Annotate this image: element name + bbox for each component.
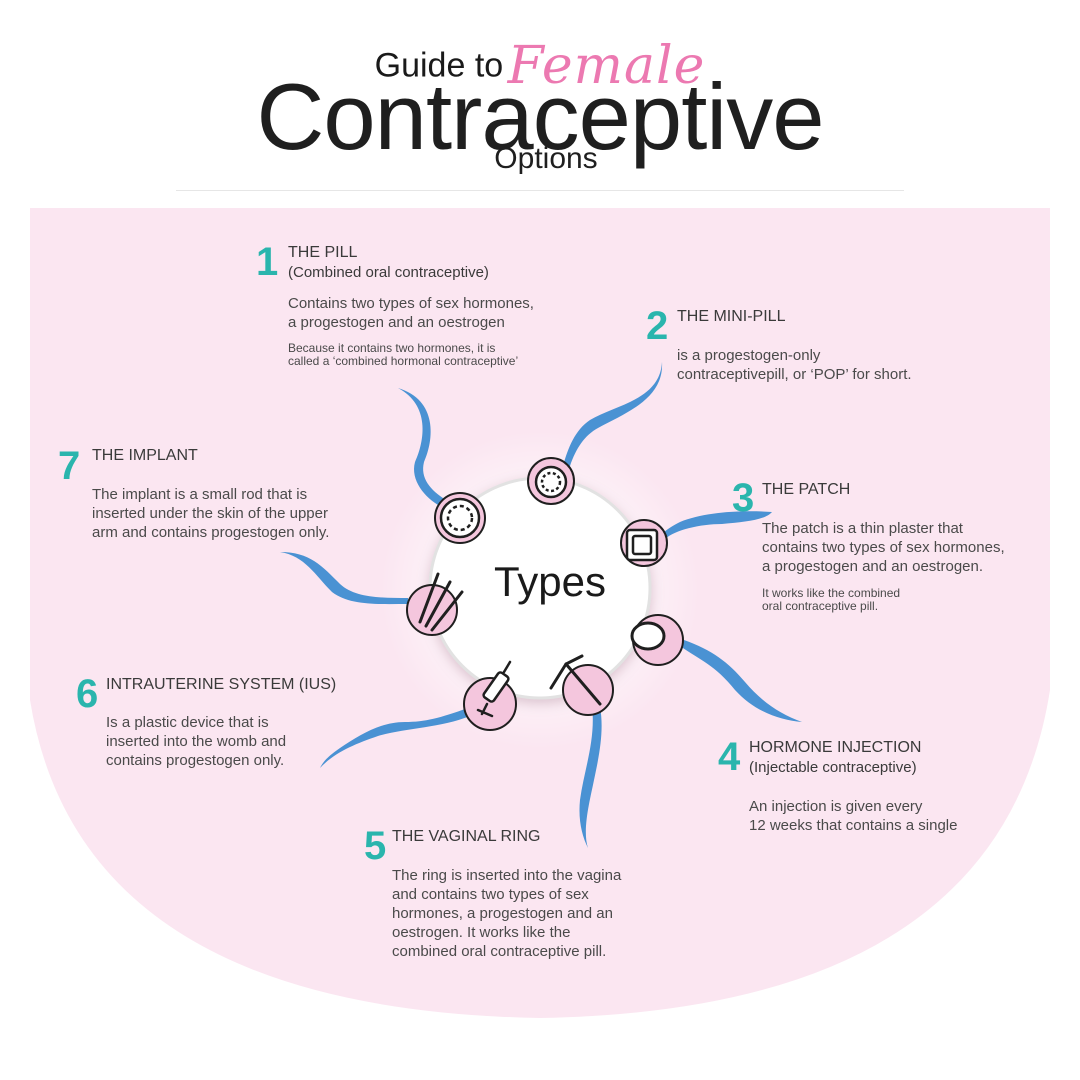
pill-note-1: Because it contains two hormones, it is [288,341,496,355]
patch-icon [625,528,659,562]
type-number-5: 5 [364,824,387,868]
type-number-6: 6 [76,672,99,716]
ring-line-5: combined oral contraceptive pill. [392,943,607,960]
injection-line-2: 12 weeks that contains a single [749,817,958,834]
patch-line-2: contains two types of sex hormones, [762,539,1005,556]
ring-line-2: and contains two types of sex [392,886,589,903]
stem-ius [320,708,470,768]
ius-line-3: contains progestogen only. [106,752,285,769]
header-guide-to: Guide to [374,46,504,85]
ius-line-1: Is a plastic device that is [106,714,269,731]
header-options: Options [494,142,598,175]
patch-line-3: a progestogen and an oestrogen. [762,558,984,575]
type-number-1: 1 [256,240,279,284]
implant-rods-icon [418,572,464,632]
type-title-vaginal-ring: THE VAGINAL RING [392,828,541,845]
ius-line-2: inserted into the womb and [106,733,287,750]
patch-line-1: The patch is a thin plaster that [762,520,963,537]
header-title: Contraceptive [256,64,825,169]
type-title-ius: INTRAUTERINE SYSTEM (IUS) [106,676,337,693]
pill-note-2: called a ‘combined hormonal contraceptiv… [288,354,519,368]
ring-line-1: The ring is inserted into the vagina [392,867,622,884]
type-title-implant: THE IMPLANT [92,447,198,464]
header-female: Female [507,36,706,96]
pill-line-1: Contains two types of sex hormones, [288,295,534,312]
stem-injection [680,640,802,722]
pill-line-2: a progestogen and an oestrogen [288,314,505,331]
stem-ring [579,706,602,848]
type-subtitle-pill: (Combined oral contraceptive) [288,264,489,281]
stem-mini-pill [563,362,663,466]
type-title-pill: THE PILL [288,244,358,261]
center-label-types: Types [493,558,607,605]
type-title-mini-pill: THE MINI-PILL [677,308,786,325]
type-subtitle-injection: (Injectable contraceptive) [749,759,917,776]
stem-patch [662,511,772,539]
header-divider [176,190,904,191]
injection-line-1: An injection is given every [749,798,923,815]
ring-icon [630,621,666,651]
implant-line-2: inserted under the skin of the upper [92,505,328,522]
patch-note-1: It works like the combined [762,586,901,600]
type-number-7: 7 [58,444,81,488]
bubble-ius [463,677,517,731]
patch-note-2: oral contraceptive pill. [762,599,879,613]
stem-implant [280,552,408,605]
type-title-injection: HORMONE INJECTION [749,739,922,756]
ring-line-3: hormones, a progestogen and an [392,905,613,922]
implant-line-3: arm and contains progestogen only. [92,524,330,541]
type-number-4: 4 [718,735,741,779]
type-number-3: 3 [732,476,755,520]
mini-pill-line-1: is a progestogen-only [677,347,821,364]
stem-pill [398,388,446,506]
type-title-patch: THE PATCH [762,481,851,498]
stems [280,362,802,848]
type-number-2: 2 [646,304,669,348]
iud-icon [549,654,602,706]
syringe-icon [476,660,512,718]
pill-pack-icon [439,497,481,539]
implant-line-1: The implant is a small rod that is [92,486,308,503]
mini-pill-line-2: contraceptivepill, or ‘POP’ for short. [677,366,912,383]
mini-pill-pack-icon [534,465,568,499]
ring-line-4: oestrogen. It works like the [392,924,571,941]
header-line1: Guide to Female [0,36,1080,96]
